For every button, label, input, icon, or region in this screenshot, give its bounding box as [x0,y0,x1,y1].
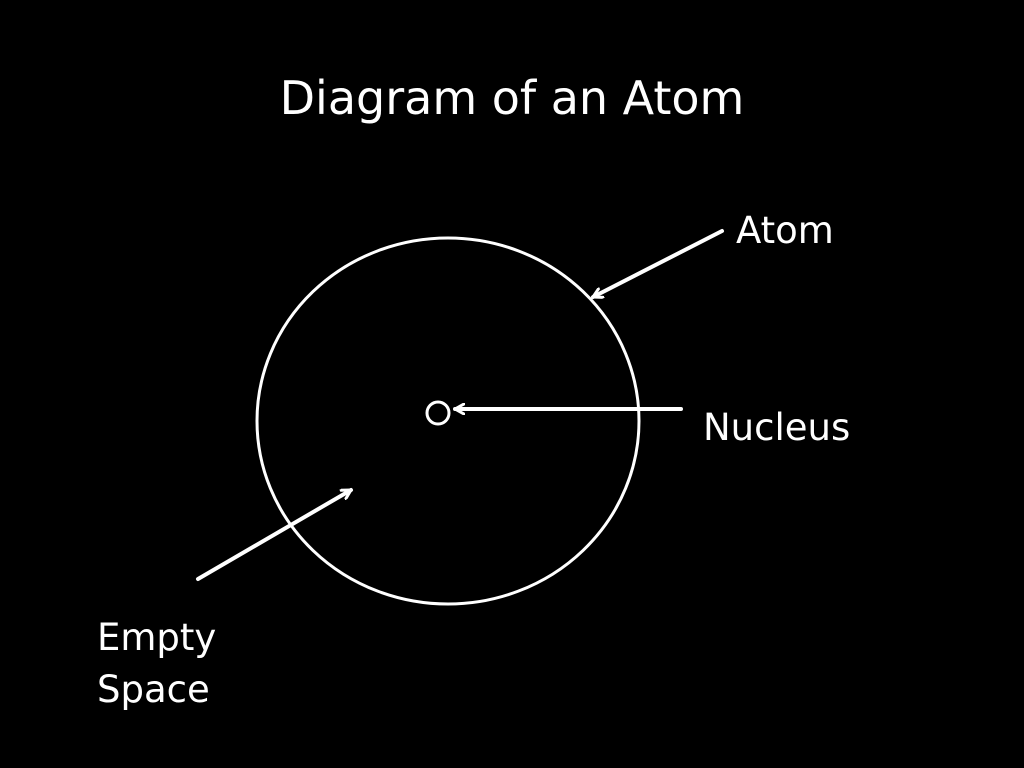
empty-space-label-line2: Space [97,668,210,711]
nucleus-label: Nucleus [703,406,851,449]
atom-boundary-circle [255,236,641,606]
empty-space-label-line1: Empty [97,616,217,659]
atom-arrow [591,229,724,299]
empty-space-arrow [196,488,353,581]
atom-label: Atom [736,209,834,252]
slide-title: Diagram of an Atom [279,71,745,125]
nucleus-circle [425,400,451,426]
empty-space-label: Empty Space [97,612,216,716]
